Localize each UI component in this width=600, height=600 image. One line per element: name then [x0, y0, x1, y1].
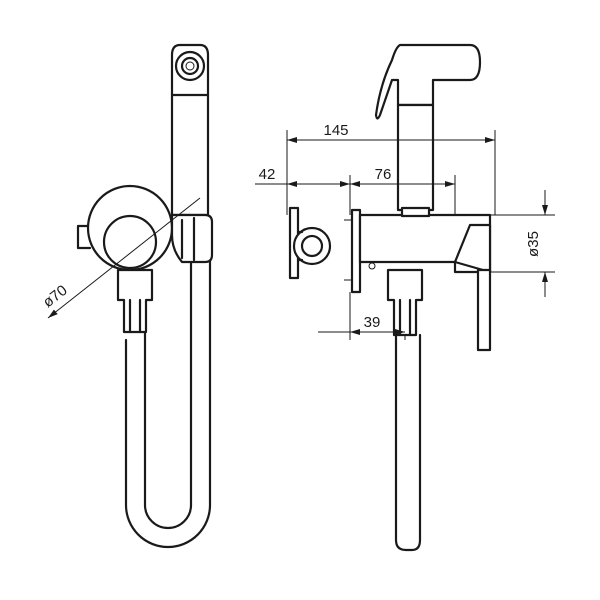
label-offset-42: 42: [259, 166, 276, 183]
label-diameter-35: ø35: [525, 231, 542, 257]
side-hose-connector: [386, 268, 424, 337]
label-offset-39: 39: [364, 314, 381, 331]
label-width-145: 145: [323, 122, 348, 139]
holder-ring-outer: [292, 226, 332, 266]
sprayer-nozzle-inner: [180, 56, 200, 76]
label-diameter-70: ø70: [40, 282, 71, 311]
lever-stem: [476, 268, 492, 352]
side-sprayer-body: [396, 103, 435, 212]
holder-arm: [170, 213, 214, 264]
hose-inner: [143, 258, 193, 530]
dim-line-diameter-70: [47, 197, 201, 319]
lever: [453, 223, 492, 274]
sprayer-nozzle-outer: [174, 50, 206, 82]
sprayer-handle: [170, 43, 210, 217]
hose-connector: [116, 268, 154, 334]
front-view: [47, 43, 214, 549]
wall-flange: [350, 208, 362, 294]
side-sprayer-neck: [400, 206, 431, 218]
side-view: [255, 43, 555, 552]
side-hose: [394, 333, 422, 552]
label-length-76: 76: [375, 166, 392, 183]
side-sprayer-head: [374, 43, 482, 120]
hose-outer: [124, 248, 212, 549]
valve-knob: [102, 214, 158, 270]
